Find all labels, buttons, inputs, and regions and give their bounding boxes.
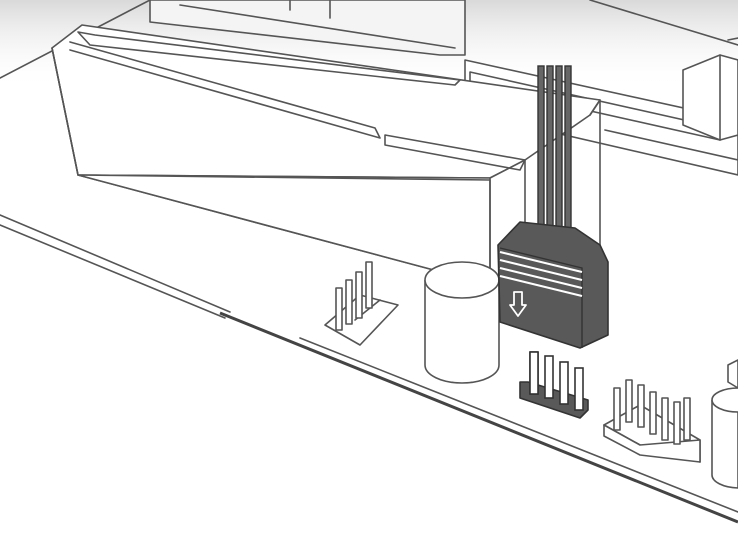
- capacitor-left: [424, 261, 500, 384]
- motherboard-board: [0, 0, 738, 524]
- rear-expansion-slot: [149, 0, 466, 56]
- component-block: [682, 37, 738, 141]
- expansion-card: [51, 24, 601, 286]
- multi-pin-header: [603, 379, 701, 463]
- fan-connector: [497, 221, 609, 349]
- capacitor-right: [711, 359, 738, 489]
- arrow-down-icon: [509, 291, 527, 317]
- fan-header: [519, 351, 589, 419]
- three-pin-header: [324, 261, 399, 346]
